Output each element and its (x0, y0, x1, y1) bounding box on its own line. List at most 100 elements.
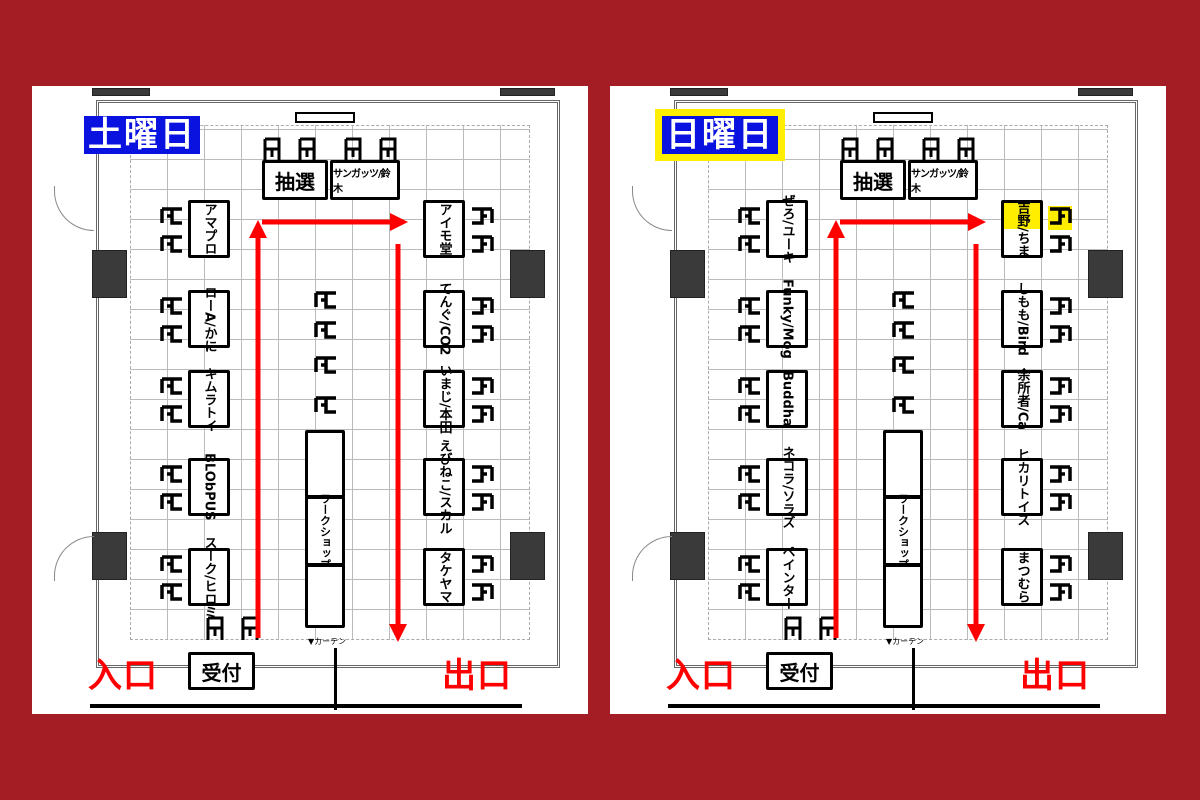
workshop-table (305, 430, 345, 498)
booth-name: キムラトイ (201, 366, 217, 432)
staff-label: サンガッツ/鈴木 (333, 169, 391, 195)
booth-name: ローA/かに (201, 285, 217, 353)
chair-icon (314, 320, 338, 344)
booth-name: Funky/Mog (779, 279, 795, 359)
chair-icon (892, 290, 916, 314)
door[interactable] (632, 186, 672, 231)
chair-icon (1048, 296, 1072, 320)
workshop-table (305, 564, 345, 628)
chair-icon (892, 355, 916, 379)
chair-icon (1048, 554, 1072, 578)
chair-icon (892, 320, 916, 344)
booth-right: まつむら (1001, 548, 1043, 606)
exit-label: 出口 (442, 658, 512, 694)
chair-icon (1048, 376, 1072, 400)
booth-left: ネコラ/ソラズ (766, 446, 808, 528)
workshop-table: ワークショップ (305, 493, 345, 570)
workshop-label: ワークショップ (896, 492, 910, 570)
entrance-text: 入口 (666, 656, 736, 696)
booth-name: スーク/ヒロミ (201, 535, 217, 619)
workshop-table (883, 564, 923, 628)
lottery-table: 抽選 (262, 160, 328, 200)
chair-icon (892, 395, 916, 419)
chair-icon (297, 137, 317, 165)
lottery-table: 抽選 (840, 160, 906, 200)
chair-icon (921, 137, 941, 165)
chair-icon (1048, 582, 1072, 606)
chair-icon (343, 137, 363, 165)
chair-icon (956, 137, 976, 165)
pillar (1088, 250, 1123, 298)
door[interactable] (54, 536, 94, 581)
entrance-label: 入口 (666, 658, 736, 694)
chair-icon (470, 582, 494, 606)
chair-icon (738, 404, 762, 428)
reception-label: 受付 (779, 660, 820, 685)
screen (873, 112, 933, 123)
booth-name: いまじ/本田 (436, 364, 452, 434)
booth-right: アイモ堂 (423, 200, 465, 258)
booth-right: 吉野/ちま (1001, 200, 1043, 258)
exit-text: 出口 (1020, 656, 1090, 696)
booth-name: ネコラ/ソラズ (779, 445, 795, 529)
wall-block (670, 88, 728, 96)
chair-icon (160, 206, 184, 230)
screen (295, 112, 355, 123)
chair-icon (470, 492, 494, 516)
pillar (670, 532, 705, 580)
booth-name: しもも/Bird (1014, 282, 1030, 356)
chair-icon (738, 582, 762, 606)
chair-icon (314, 395, 338, 419)
saturday-floor-map: 土曜日抽選サンガッツ/鈴木アマプロローA/かにキムラトイ BLObPUS スーク/ヒ… (32, 86, 588, 714)
chair-icon (738, 234, 762, 258)
chair-icon (160, 234, 184, 258)
chair-icon (1048, 404, 1072, 428)
booth-name: ヒカリトイズ (1014, 448, 1030, 526)
chair-icon (160, 582, 184, 606)
booth-left: アマプロ (188, 200, 230, 258)
chair-icon (738, 464, 762, 488)
booth-left: Buddha (766, 370, 808, 428)
chair-icon (1048, 324, 1072, 348)
door[interactable] (54, 186, 94, 231)
day-title: 日曜日 (655, 109, 785, 161)
chair-icon (470, 324, 494, 348)
pillar (510, 250, 545, 298)
chair-icon (783, 616, 803, 644)
reception-desk: 受付 (188, 652, 255, 690)
booth-left: ペインター (766, 545, 808, 610)
day-title: 土曜日 (84, 116, 200, 154)
chair-icon (160, 554, 184, 578)
exit-label: 出口 (1020, 658, 1090, 694)
booth-left: Funky/Mog (766, 279, 808, 359)
chair-icon (738, 206, 762, 230)
booth-right: えびねこ/スカル (423, 439, 465, 535)
pillar (92, 532, 127, 580)
chair-icon (1048, 492, 1072, 516)
chair-icon (470, 554, 494, 578)
booth-name: アマプロ (201, 203, 217, 255)
day-title-text: 日曜日 (666, 115, 774, 155)
booth-left: スーク/ヒロミ (188, 536, 230, 618)
booth-right: 余所者/Ca (1001, 368, 1043, 430)
chair-icon (738, 492, 762, 516)
chair-icon (840, 137, 860, 165)
chair-icon (470, 234, 494, 258)
door[interactable] (632, 536, 672, 581)
chair-icon (470, 206, 494, 230)
lottery-label: 抽選 (853, 169, 893, 194)
chair-icon (1048, 464, 1072, 488)
chair-icon (240, 616, 260, 644)
staff-table: サンガッツ/鈴木 (330, 160, 400, 200)
pillar (670, 250, 705, 298)
entrance-text: 入口 (88, 656, 158, 696)
booth-name: ぜろ/ユーキ (779, 194, 795, 264)
lottery-label: 抽選 (275, 169, 315, 194)
pillar (1088, 532, 1123, 580)
curtain-label: ▼カーテン (308, 636, 346, 647)
booth-name: まつむら (1014, 551, 1030, 603)
booth-name: タケヤマ (436, 551, 452, 603)
booth-right: しもも/Bird (1001, 282, 1043, 356)
booth-name: BLObPUS (201, 453, 217, 521)
reception-label: 受付 (201, 660, 242, 685)
